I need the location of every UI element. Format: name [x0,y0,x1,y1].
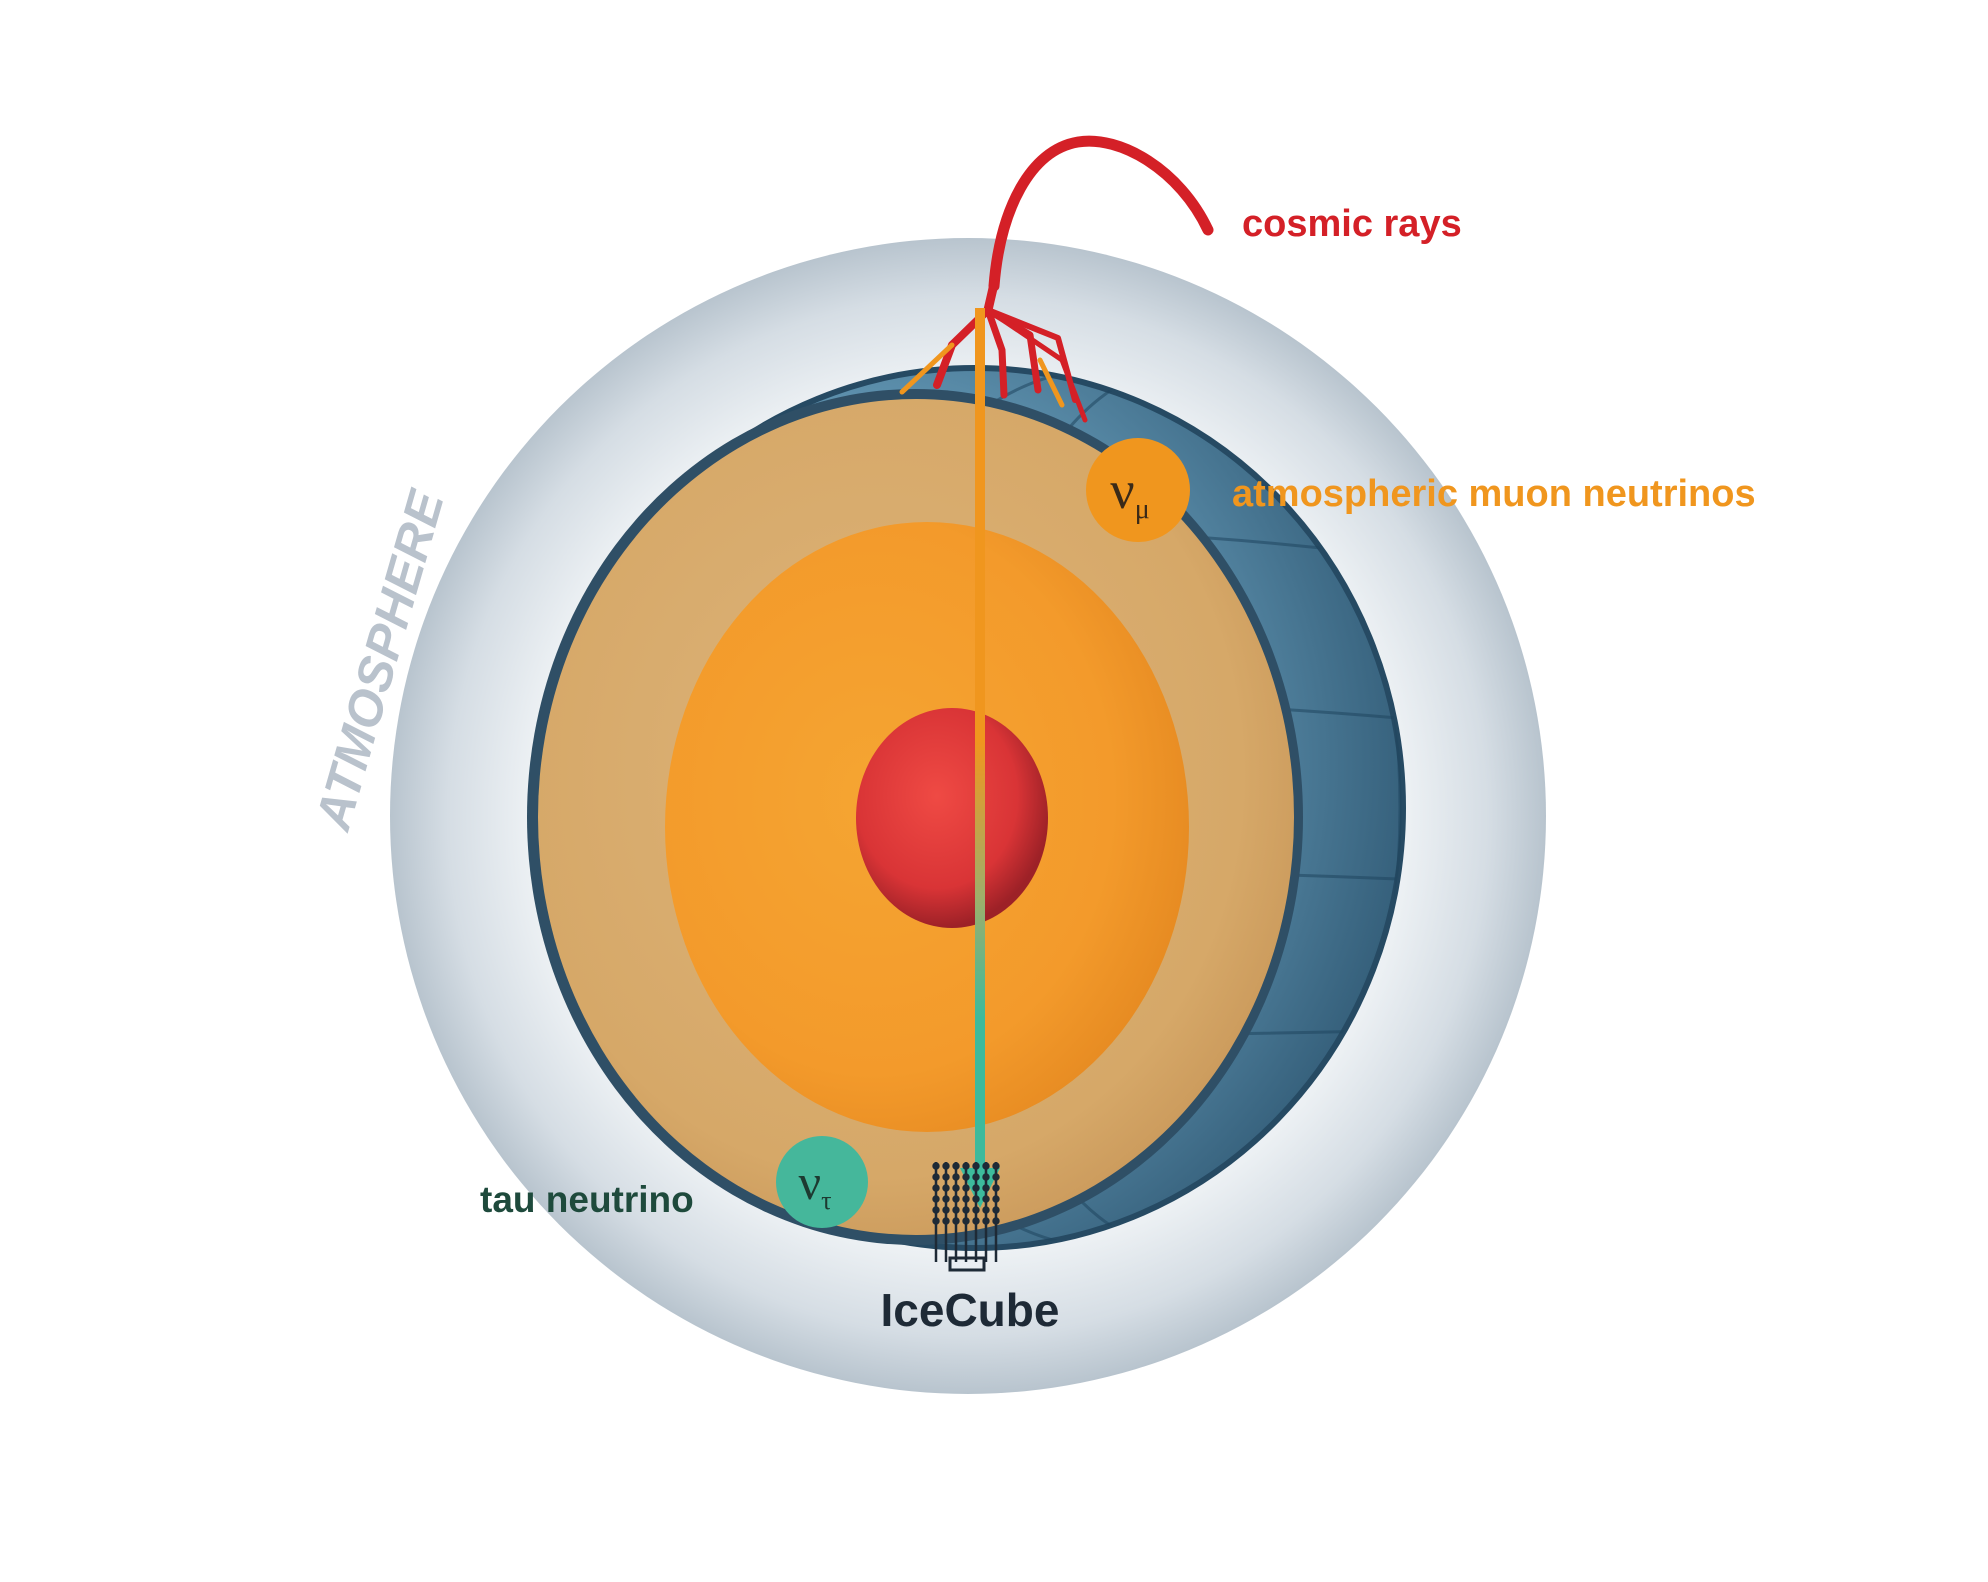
detector-module [962,1195,970,1203]
detector-module [982,1162,990,1170]
detector-module [952,1173,960,1181]
detector-module [942,1162,950,1170]
detector-module [972,1206,980,1214]
cosmic-ray-shower [933,135,1214,423]
detector-module [992,1217,1000,1225]
icecube-lab-icon [948,1256,986,1272]
detector-module [992,1206,1000,1214]
tau-neutrino-badge: ντ [776,1136,868,1228]
detector-module [942,1195,950,1203]
detector-module [952,1184,960,1192]
detector-module [972,1195,980,1203]
detector-module [932,1184,940,1192]
detector-module [942,1184,950,1192]
muon-neutrino-subscript: μ [1135,494,1150,525]
detector-module [992,1173,1000,1181]
detector-module [962,1173,970,1181]
svg-text:νμ: νμ [1110,460,1149,525]
detector-module [942,1217,950,1225]
detector-module [932,1195,940,1203]
arrow-head [960,1168,1000,1208]
detector-module [942,1206,950,1214]
detector-module [952,1206,960,1214]
detector-module [982,1195,990,1203]
atmospheric-muon-neutrinos-label: atmospheric muon neutrinos [1232,473,1756,515]
cosmic-ray-track [988,135,1214,292]
neutrino-path-arrow [960,308,1000,1208]
detector-module [982,1217,990,1225]
detector-module [962,1206,970,1214]
inner-core-layer [856,708,1048,928]
icecube-detector-icon [932,1162,1000,1272]
detector-module [992,1162,1000,1170]
detector-module [982,1173,990,1181]
detector-module [982,1184,990,1192]
detector-module [952,1195,960,1203]
tau-neutrino-subscript: τ [821,1186,831,1215]
earth-cross-section [527,389,1303,1245]
detector-module [972,1162,980,1170]
detector-module [982,1206,990,1214]
detector-module [932,1173,940,1181]
detector-module [932,1206,940,1214]
detector-module [952,1162,960,1170]
detector-module [942,1173,950,1181]
svg-text:ντ: ντ [798,1154,831,1215]
cosmic-rays-label: cosmic rays [1242,203,1462,245]
detector-module [972,1173,980,1181]
detector-module [962,1162,970,1170]
detector-module [932,1217,940,1225]
tau-neutrino-label: tau neutrino [480,1179,694,1220]
detector-module [972,1184,980,1192]
muon-neutrino-badge: νμ [1086,438,1190,542]
muon-neutrino-symbol: ν [1110,460,1134,520]
detector-module [962,1184,970,1192]
detector-module [992,1184,1000,1192]
detector-module [992,1195,1000,1203]
detector-module [972,1217,980,1225]
tau-neutrino-symbol: ν [798,1154,821,1210]
detector-module [962,1217,970,1225]
icecube-label: IceCube [881,1284,1060,1336]
secondary-particles [899,342,1065,408]
detector-module [952,1217,960,1225]
detector-module [932,1162,940,1170]
